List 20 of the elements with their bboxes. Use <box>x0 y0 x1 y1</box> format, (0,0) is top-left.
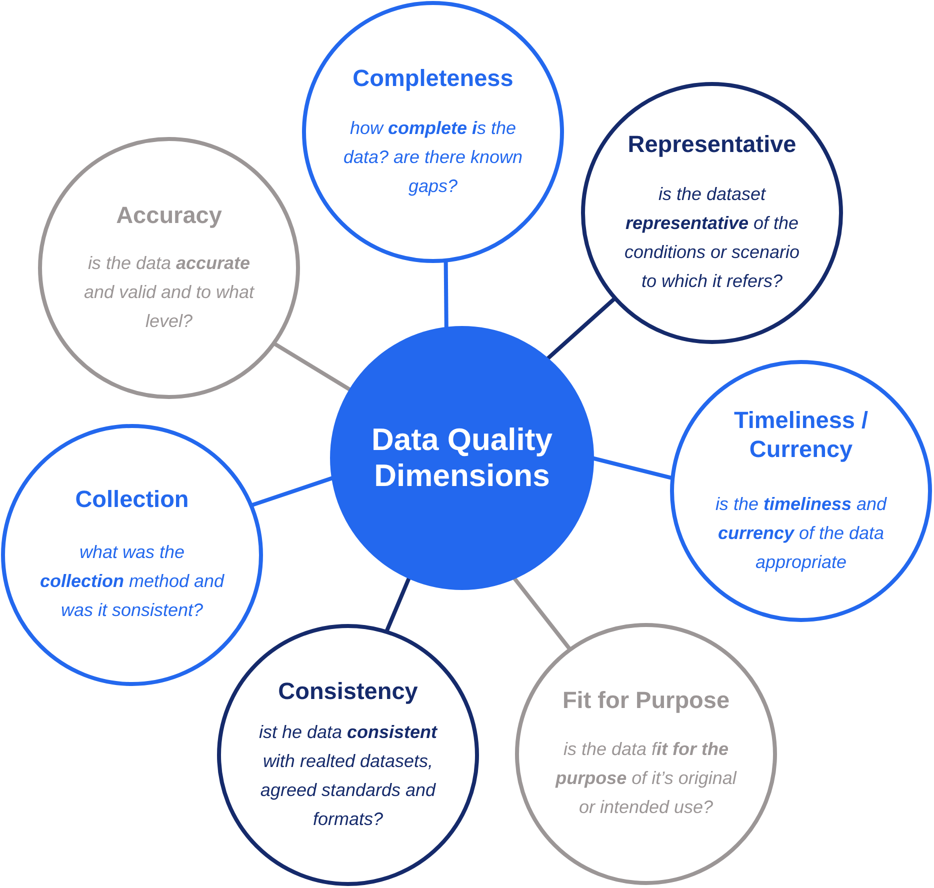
circle-title: Collection <box>74 485 190 514</box>
circle-title: Consistency <box>277 676 419 706</box>
connector-line <box>272 342 352 392</box>
circle-title: Completeness <box>352 64 514 92</box>
circle-description: what was the collection method and was it sonsistent? <box>38 541 226 622</box>
circle-description: ist he data consistent with realted datasets, agreed standards and formats? <box>258 720 438 830</box>
circle-title: Timeliness / Currency <box>732 406 870 464</box>
circle-description: is the timeliness and currency of the data appropriate <box>714 492 888 574</box>
connector-line <box>512 576 572 651</box>
circle-description: how complete is the data? are there known gaps? <box>342 116 524 198</box>
connector-line <box>545 296 616 361</box>
circle-description: is the dataset representative of the conditions or scenario to which it refers? <box>623 183 801 293</box>
circle-title: Fit for Purpose <box>561 686 731 715</box>
hub-title: Data Quality Dimensions <box>370 422 554 494</box>
connector-line <box>384 576 412 633</box>
connector-line <box>250 476 334 508</box>
circle-title: Accuracy <box>115 200 223 230</box>
circle-title: Representative <box>626 130 798 159</box>
circle-description: is the data fit for the purpose of it’s original or intended use? <box>554 738 738 819</box>
circle-description: is the data accurate and valid and to what level? <box>82 252 256 332</box>
